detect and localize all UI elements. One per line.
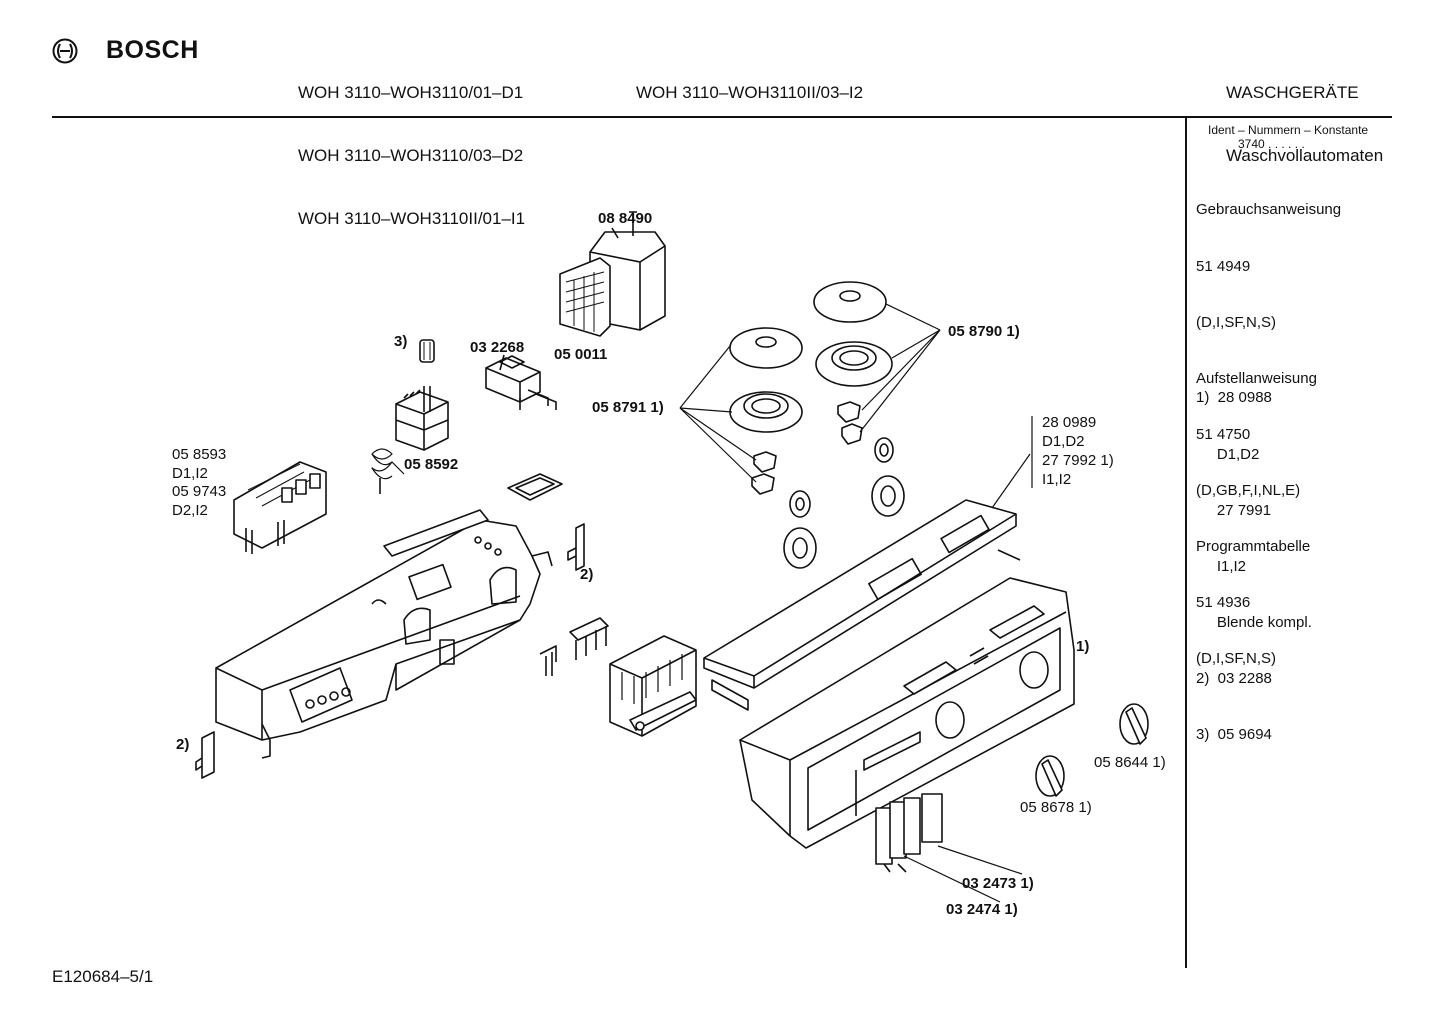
part-label-ref1: 1)	[1076, 638, 1090, 655]
bosch-logo-icon	[52, 38, 78, 64]
part-label-ref3: 3)	[394, 333, 408, 350]
timer-motor-part	[559, 211, 666, 337]
part-label-032268: 03 2268	[470, 339, 525, 356]
pcb-part	[233, 461, 327, 554]
relay-part	[485, 354, 557, 410]
brand-name: BOSCH	[106, 36, 199, 64]
models-column-1: WOH 3110–WOH3110/01–D1 WOH 3110–WOH3110/…	[298, 40, 525, 250]
footnote-line: 2) 03 2288	[1196, 669, 1272, 687]
knob-adaptor-parts	[751, 401, 863, 495]
part-label-088490: 08 8490	[598, 210, 653, 227]
ident-value: 3740 . . . . . .	[1238, 137, 1305, 151]
model-line: WOH 3110–WOH3110/03–D2	[298, 146, 524, 165]
ident-title: Ident – Nummern – Konstante	[1208, 123, 1369, 137]
clip-part-lower	[195, 731, 215, 779]
pcb-list-line: D2,I2	[172, 501, 208, 519]
doc-line: 51 4949	[1196, 257, 1251, 275]
knob-disc-mid-left	[729, 327, 803, 369]
pcb-list-line: D1,I2	[172, 464, 208, 482]
doc-line: (D,I,SF,N,S)	[1196, 313, 1277, 331]
contact-springs-part	[539, 617, 609, 676]
panel-list-line: I1,I2	[1042, 471, 1072, 488]
footnote-line: 1) 28 0988	[1196, 389, 1272, 407]
model-line: WOH 3110–WOH3110II/03–I2	[636, 83, 864, 102]
category-block: WASCHGERÄTE Waschvollautomaten	[1226, 40, 1383, 187]
part-label-058790: 05 8790 1)	[948, 323, 1020, 340]
category-subtitle: Waschvollautomaten	[1226, 146, 1384, 165]
panel-cover-part	[703, 499, 1021, 711]
push-button-block-part	[609, 635, 697, 737]
clip-part-upper	[567, 523, 585, 571]
part-label-058592: 05 8592	[404, 456, 459, 473]
pcb-list-line: 05 8593	[172, 446, 227, 463]
doc-line: Programmtabelle	[1196, 538, 1311, 556]
footnote-line: I1,I2	[1196, 557, 1247, 575]
panel-list-line: 27 7992 1)	[1042, 452, 1114, 469]
footnote-line: 27 7991	[1196, 501, 1272, 519]
footnote-line: Blende kompl.	[1196, 613, 1312, 631]
knob-disc-mid-right	[815, 341, 893, 387]
part-label-058644: 05 8644 1)	[1094, 754, 1166, 771]
documents-list: Gebrauchsanweisung 51 4949 (D,I,SF,N,S) …	[1196, 164, 1341, 688]
model-line: WOH 3110–WOH3110/01–D1	[298, 83, 524, 102]
knob-disc-top	[813, 281, 887, 323]
ident-block: Ident – Nummern – Konstante 3740 . . . .…	[1208, 123, 1368, 151]
footnotes-list: 1) 28 0988 D1,D2 27 7991 I1,I2 Blende ko…	[1196, 352, 1312, 763]
doc-line: 51 4750	[1196, 425, 1251, 443]
chassis-part	[215, 509, 553, 759]
selector-switch-part	[371, 386, 449, 494]
model-line: WOH 3110–WOH3110II/01–I1	[298, 209, 526, 228]
panel-list-line: 28 0989	[1042, 414, 1097, 431]
doc-line: Aufstellanweisung	[1196, 369, 1317, 387]
doc-line: (D,I,SF,N,S)	[1196, 650, 1277, 668]
knob-part-left	[1035, 755, 1065, 797]
part-label-058791: 05 8791 1)	[592, 399, 664, 416]
category-title: WASCHGERÄTE	[1226, 83, 1359, 102]
small-cap-part	[419, 339, 435, 363]
part-label-058678: 05 8678 1)	[1020, 799, 1092, 816]
knob-disc-low-left	[729, 391, 803, 433]
part-label-032473: 03 2473 1)	[962, 875, 1034, 892]
control-panel-part	[739, 577, 1075, 849]
button-holder-part	[507, 473, 563, 501]
push-buttons-part	[875, 793, 943, 873]
leader-lines	[391, 303, 1033, 903]
part-label-pcb-list: 05 8593 D1,I2 05 9743 D2,I2	[172, 446, 226, 520]
panel-list-line: D1,D2	[1042, 433, 1085, 450]
pcb-list-line: 05 9743	[172, 483, 227, 500]
doc-line: (D,GB,F,I,NL,E)	[1196, 481, 1301, 499]
footnote-line: 3) 05 9694	[1196, 726, 1272, 744]
drawing-code: E120684–5/1	[52, 967, 154, 986]
doc-line: Gebrauchsanweisung	[1196, 201, 1342, 219]
knob-part-right	[1119, 703, 1149, 745]
part-label-032474: 03 2474 1)	[946, 901, 1018, 918]
part-label-ref2-lower: 2)	[176, 736, 190, 753]
part-label-050011: 05 0011	[554, 346, 608, 363]
part-label-ref2-upper: 2)	[580, 566, 594, 583]
gear-ring-parts	[783, 437, 905, 569]
footnote-line: D1,D2	[1196, 445, 1260, 463]
doc-line: 51 4936	[1196, 594, 1251, 612]
models-column-2: WOH 3110–WOH3110II/03–I2	[636, 40, 863, 124]
part-label-panel-list: 28 0989 D1,D2 27 7992 1) I1,I2	[1042, 413, 1114, 489]
